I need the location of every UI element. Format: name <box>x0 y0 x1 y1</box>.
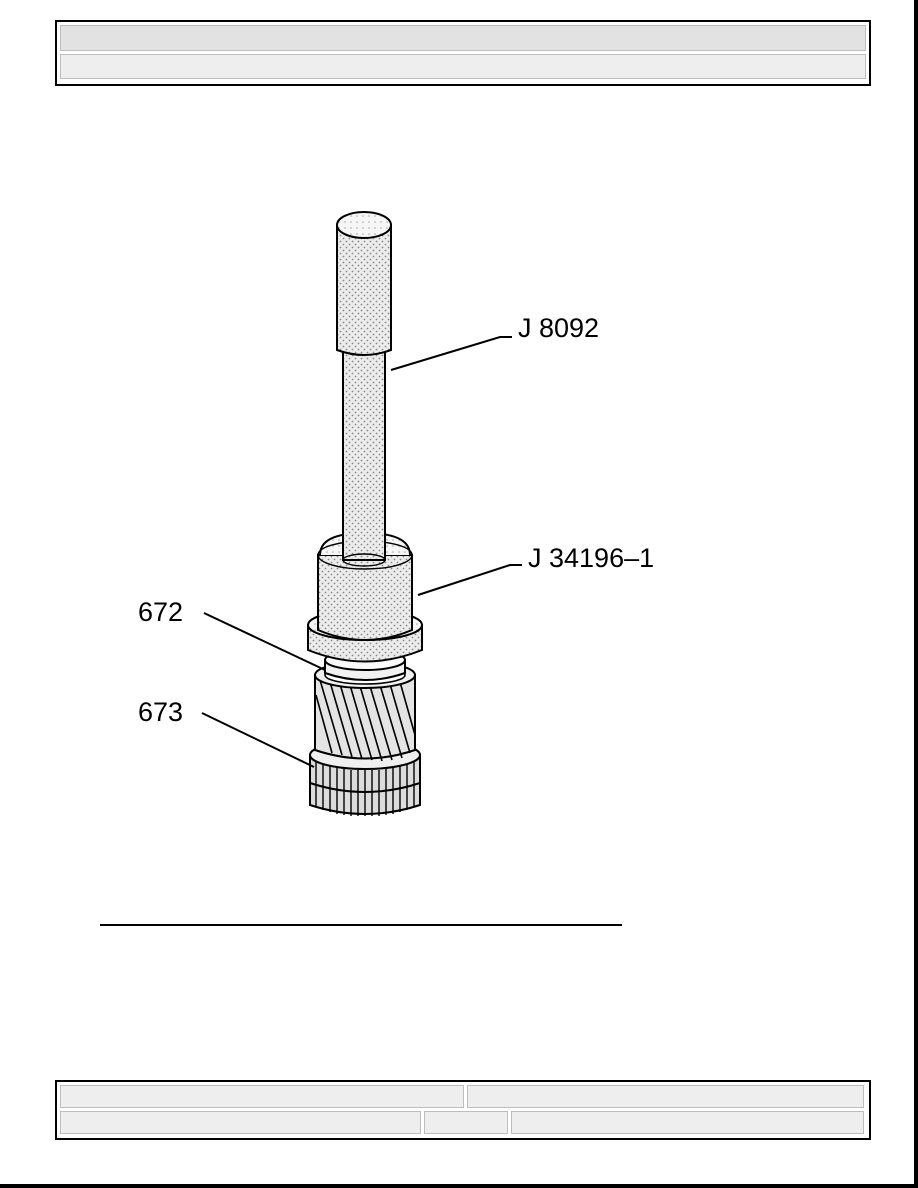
leader-673 <box>201 712 315 768</box>
caption-separator <box>100 924 622 926</box>
leader-j8092 <box>390 336 512 371</box>
tool-illustration-svg: J 8092 J 34196–1 672 673 <box>138 211 654 816</box>
handle-j8092 <box>336 211 392 567</box>
document-footer <box>55 1080 871 1140</box>
tool-illustration: J 8092 J 34196–1 672 673 <box>120 195 720 845</box>
callout-673: 673 <box>138 697 183 727</box>
callout-j8092: J 8092 <box>518 313 599 343</box>
leader-672 <box>203 612 326 671</box>
header-title-bar <box>60 25 866 51</box>
footer-row1-right <box>467 1085 864 1108</box>
callout-j34196-1: J 34196–1 <box>528 543 654 573</box>
callout-672: 672 <box>138 597 183 627</box>
leader-lines <box>201 336 522 768</box>
document-header <box>55 20 871 86</box>
footer-row2-right <box>511 1111 864 1134</box>
header-subtitle-bar <box>60 54 866 79</box>
gear-673 <box>309 740 421 816</box>
leader-j34196-1 <box>417 564 522 596</box>
footer-row2-middle <box>424 1111 508 1134</box>
footer-row1-left <box>60 1085 464 1108</box>
footer-row2-left <box>60 1111 421 1134</box>
